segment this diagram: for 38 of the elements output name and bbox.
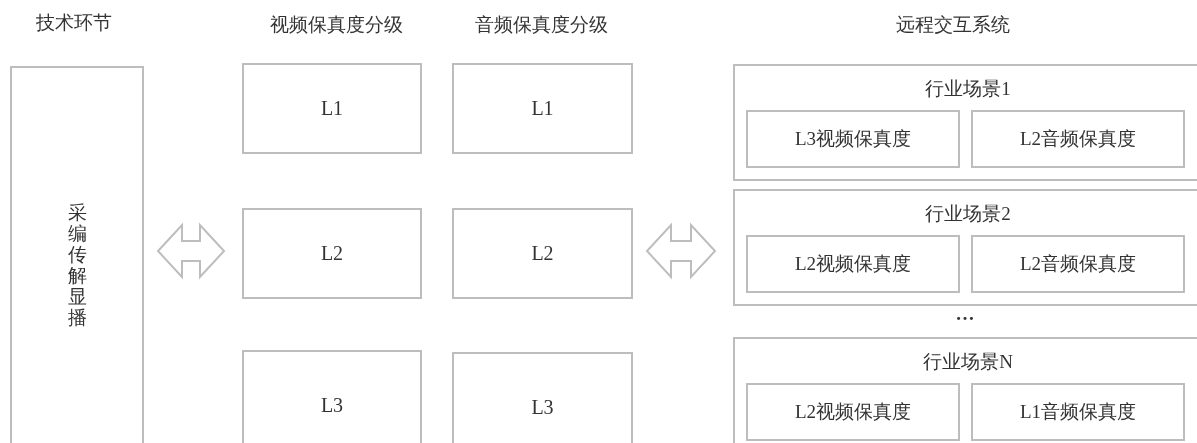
box-label: L2音频保真度 [1019, 127, 1137, 151]
scenario-box [733, 189, 1197, 306]
box-label: 采编传解显播 [67, 203, 87, 329]
box-label: L2视频保真度 [794, 252, 912, 276]
fidelity-box [971, 110, 1185, 168]
box-label: L3 [531, 395, 554, 419]
box-label: L2视频保真度 [794, 400, 912, 424]
level-box [452, 63, 633, 154]
fidelity-box [971, 235, 1185, 293]
fidelity-box [746, 110, 960, 168]
double-arrow [645, 222, 717, 280]
level-box [452, 352, 633, 443]
column-heading: 技术环节 [36, 11, 112, 35]
scenario-title: 行业场景1 [925, 77, 1011, 101]
double-arrow [156, 222, 226, 280]
fidelity-box [971, 383, 1185, 441]
scenario-box [733, 337, 1197, 443]
box-label: L1 [531, 97, 554, 120]
box-label: L3 [320, 393, 344, 417]
box-label: L3视频保真度 [794, 127, 912, 151]
level-box [242, 63, 422, 154]
box-label: L2 [320, 242, 344, 265]
box-label: L1 [320, 97, 344, 120]
level-box [452, 208, 633, 299]
level-box [242, 208, 422, 299]
ellipsis-text: … [955, 303, 975, 325]
column-heading: 视频保真度分级 [269, 13, 403, 37]
column-heading: 音频保真度分级 [474, 13, 608, 37]
box-label: L2 [531, 242, 554, 265]
fidelity-box [746, 235, 960, 293]
column-heading: 远程交互系统 [896, 13, 1010, 37]
fidelity-box [746, 383, 960, 441]
box-label: L2音频保真度 [1019, 252, 1137, 276]
scenario-title: 行业场景2 [925, 202, 1011, 226]
box-label: L1音频保真度 [1019, 400, 1137, 424]
scenario-box [733, 64, 1197, 181]
scenario-title: 行业场景N [923, 350, 1013, 374]
level-box [242, 350, 422, 443]
